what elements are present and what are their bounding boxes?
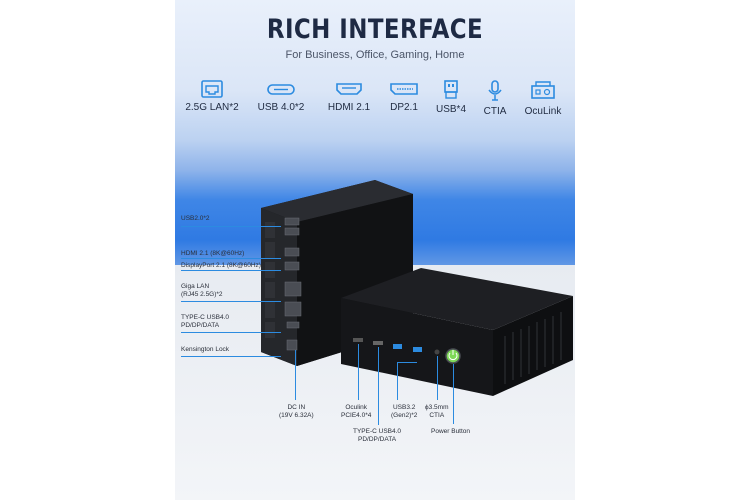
interface-label: USB*4 bbox=[435, 104, 466, 115]
page-subtitle: For Business, Office, Gaming, Home bbox=[285, 49, 465, 61]
callout-audio-jack: ϕ3.5mm CTIA bbox=[425, 404, 449, 419]
callout-usb2: USB2.0*2 bbox=[181, 215, 210, 222]
interface-lan: 2.5G LAN*2 bbox=[175, 80, 252, 113]
callout-power-button: Power Button bbox=[431, 428, 471, 435]
leader-line bbox=[181, 226, 281, 227]
interface-usb-c: USB 4.0*2 bbox=[241, 80, 321, 113]
leader-line bbox=[181, 270, 281, 271]
page-title: RICH INTERFACE bbox=[266, 14, 484, 45]
callout-usb4-rear: TYPE-C USB4.0 PD/DP/DATA bbox=[181, 314, 230, 329]
leader-line bbox=[181, 332, 281, 333]
leader-line bbox=[295, 350, 296, 400]
interface-label: 2.5G LAN*2 bbox=[185, 102, 239, 113]
leader-line bbox=[181, 301, 281, 302]
callout-usb4-front: TYPE-C USB4.0 PD/DP/DATA bbox=[353, 428, 402, 443]
leader-line bbox=[453, 364, 454, 424]
interface-ctia: CTIA bbox=[455, 80, 535, 117]
leader-line bbox=[437, 356, 438, 400]
interface-oculink: OcuLink bbox=[503, 80, 575, 117]
callout-hdmi: HDMI 2.1 (8K@60Hz) bbox=[181, 250, 245, 257]
interface-displayport: DP2.1 bbox=[364, 80, 444, 113]
product-illustration bbox=[261, 180, 573, 396]
interface-hdmi: HDMI 2.1 bbox=[309, 80, 389, 113]
interface-label: OcuLink bbox=[524, 106, 562, 117]
hdmi-port-icon bbox=[336, 83, 362, 95]
interface-label: CTIA bbox=[483, 106, 507, 117]
usb-c-port-icon bbox=[267, 84, 295, 95]
leader-line bbox=[397, 362, 398, 400]
interface-label: HDMI 2.1 bbox=[327, 102, 371, 113]
usb-a-port-icon bbox=[444, 80, 458, 99]
callout-displayport: DisplayPort 2.1 (8K@60Hz) bbox=[181, 262, 261, 269]
microphone-icon bbox=[488, 80, 502, 101]
leader-line bbox=[397, 362, 417, 363]
interface-label: DP2.1 bbox=[390, 102, 418, 113]
leader-line bbox=[358, 344, 359, 400]
leader-line bbox=[181, 356, 281, 357]
callout-kensington: Kensington Lock bbox=[181, 346, 230, 353]
displayport-icon bbox=[390, 83, 418, 95]
leader-line bbox=[378, 347, 379, 425]
callout-oculink: Oculink PCIE4.0*4 bbox=[341, 404, 372, 419]
interface-usb-a: USB*4 bbox=[411, 80, 491, 115]
oculink-icon bbox=[531, 81, 555, 99]
interface-label: USB 4.0*2 bbox=[257, 102, 305, 113]
callout-dc-in: DC IN (19V 6.32A) bbox=[279, 404, 314, 419]
leader-line bbox=[181, 258, 281, 259]
callout-usb32: USB3.2 (Gen2)*2 bbox=[391, 404, 418, 419]
product-poster: RICH INTERFACE For Business, Office, Gam… bbox=[175, 0, 575, 500]
lan-port-icon bbox=[201, 80, 223, 98]
callout-lan: Giga LAN (RJ45 2.5G)*2 bbox=[181, 283, 223, 298]
